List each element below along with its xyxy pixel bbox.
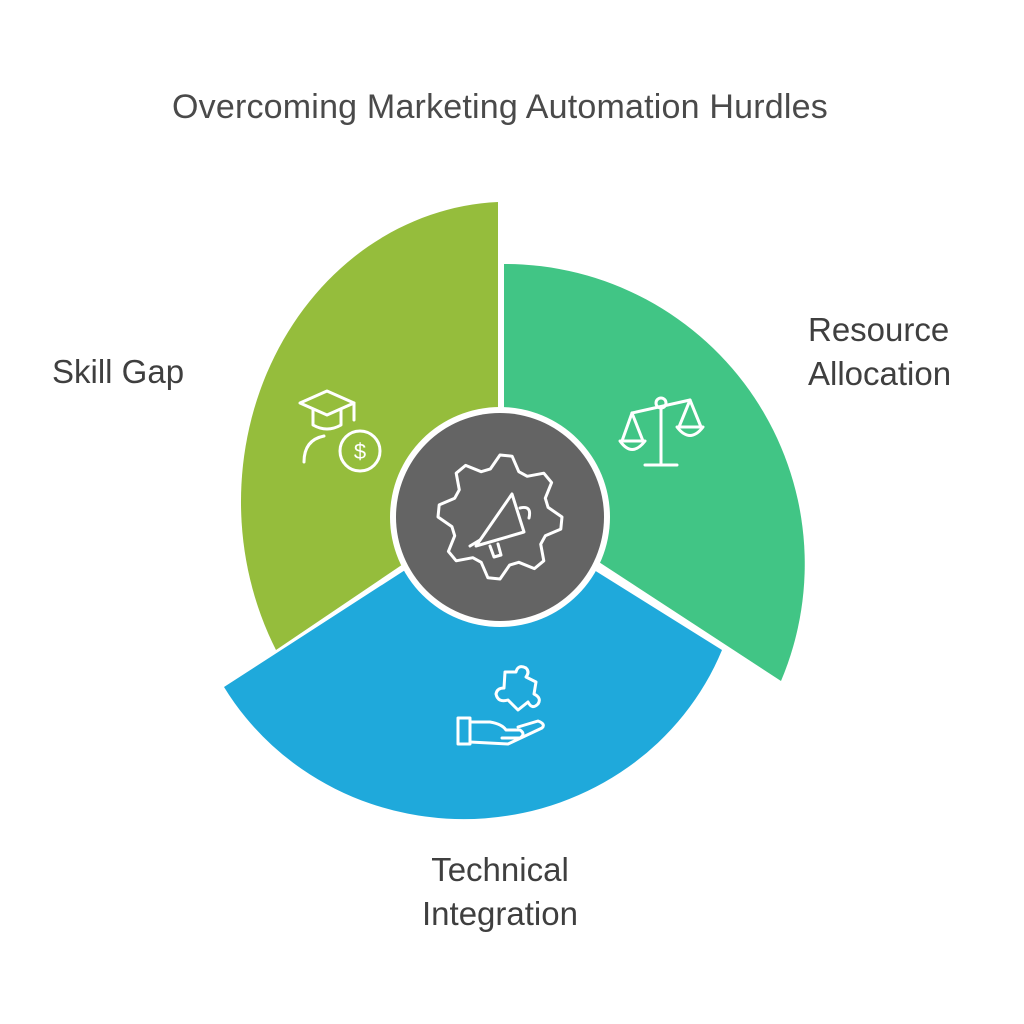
balance-scale-icon: [618, 396, 705, 467]
label-resource-allocation-line-2: Allocation: [808, 355, 952, 392]
diagram-title: Overcoming Marketing Automation Hurdles: [172, 88, 828, 126]
segment-resource-allocation: [504, 263, 805, 681]
hand-puzzle-icon: [456, 665, 545, 746]
center-hub: [396, 413, 604, 621]
dollar-symbol: $: [354, 439, 366, 464]
label-skill-gap-line-1: Skill Gap: [52, 353, 185, 390]
gear-megaphone-icon: [436, 453, 564, 581]
label-technical-integration-line-1: Technical: [431, 851, 569, 888]
label-technical-integration: Technical Integration: [0, 848, 1000, 936]
label-technical-integration-line-2: Integration: [422, 895, 578, 932]
label-resource-allocation-line-1: Resource: [808, 311, 950, 348]
label-resource-allocation: Resource Allocation: [808, 308, 951, 396]
label-skill-gap: Skill Gap: [52, 350, 184, 394]
graduate-dollar-icon: $: [298, 389, 382, 473]
segment-technical-integration: [224, 510, 722, 820]
